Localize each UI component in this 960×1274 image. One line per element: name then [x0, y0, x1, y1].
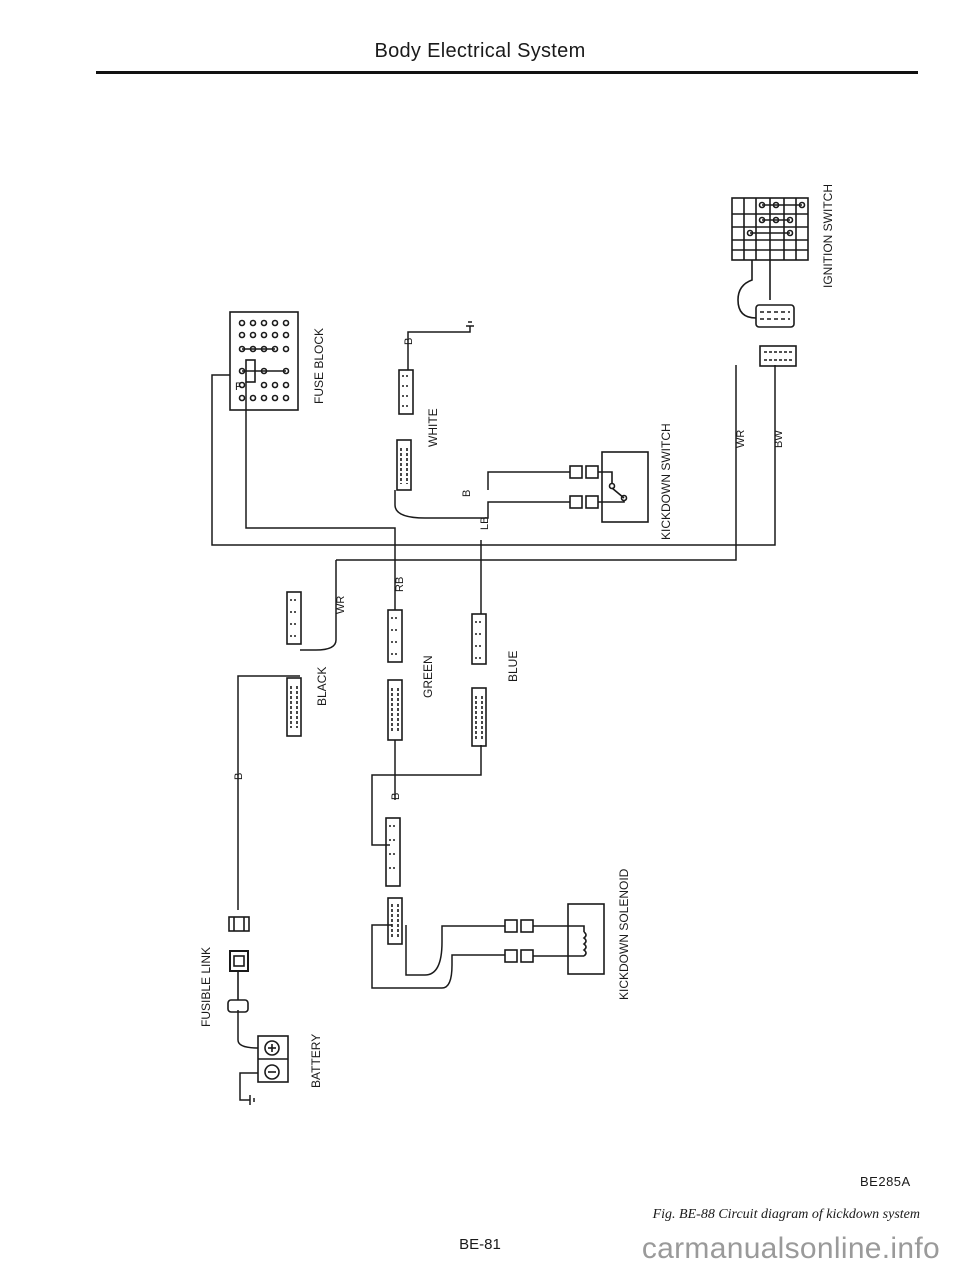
- page-number: BE-81: [459, 1236, 501, 1253]
- wire-label-b-black: B: [233, 773, 245, 780]
- connector-white: [396, 369, 414, 491]
- fuse-label: F: [235, 381, 242, 393]
- fuse-block: [229, 311, 299, 411]
- ignition-switch-label: IGNITION SWITCH: [821, 184, 835, 288]
- wire-label-rb: RB: [394, 577, 406, 592]
- wiring: [211, 321, 776, 1105]
- connector-white-label: WHITE: [426, 408, 440, 447]
- connector-green-label: GREEN: [421, 655, 435, 698]
- connector-lower: [385, 817, 403, 945]
- page-header-title: Body Electrical System: [374, 40, 586, 62]
- wire-label-b-white: B: [403, 338, 415, 345]
- battery: [257, 1035, 289, 1083]
- connector-black-label: BLACK: [315, 667, 329, 706]
- fuse-block-label: FUSE BLOCK: [312, 328, 326, 404]
- battery-label: BATTERY: [309, 1034, 323, 1088]
- kickdown-switch: [569, 451, 649, 523]
- wire-label-bw: BW: [773, 430, 785, 448]
- connector-blue-label: BLUE: [506, 651, 520, 682]
- wire-label-lb: LB: [479, 517, 491, 530]
- wire-label-b-switch: B: [461, 490, 473, 497]
- wire-label-wr-black: WR: [335, 596, 347, 614]
- header-rule: [96, 71, 918, 74]
- kickdown-solenoid: [504, 903, 605, 975]
- fusible-link: [227, 916, 250, 1013]
- connector-black: [286, 591, 302, 737]
- connector-blue: [471, 613, 487, 747]
- wire-label-wr-ignition: WR: [735, 430, 747, 448]
- wire-label-b-lower: B: [390, 793, 402, 800]
- figure-code: BE285A: [860, 1174, 911, 1189]
- connector-green: [387, 609, 403, 741]
- watermark-text: carmanualsonline.info: [641, 1232, 940, 1265]
- wire-labels: B B LB RB WR B B WR BW: [233, 338, 785, 800]
- ignition-switch: [731, 197, 809, 367]
- fusible-link-label: FUSIBLE LINK: [199, 947, 213, 1027]
- kickdown-switch-label: KICKDOWN SWITCH: [659, 423, 673, 540]
- figure-caption: Fig. BE-88 Circuit diagram of kickdown s…: [652, 1207, 920, 1222]
- kickdown-solenoid-label: KICKDOWN SOLENOID: [617, 868, 631, 1000]
